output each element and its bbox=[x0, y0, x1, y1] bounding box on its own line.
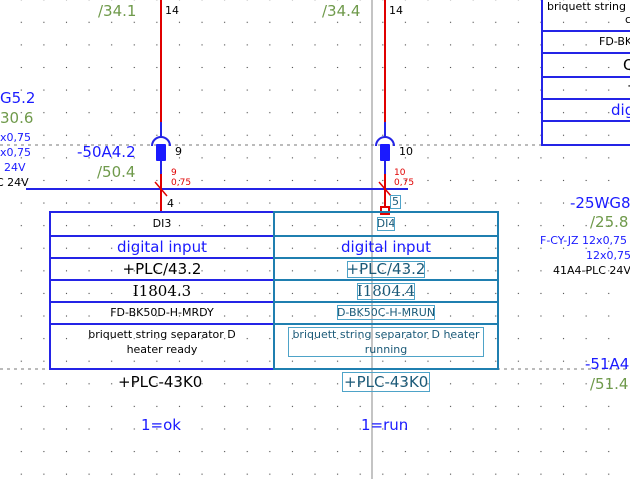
signal-note-di4: 1=run bbox=[361, 416, 409, 434]
plc-reference[interactable]: +PLC/43.2 bbox=[122, 260, 202, 278]
wire-cross-right bbox=[378, 181, 392, 197]
connector-arc-right bbox=[375, 136, 395, 147]
function-row: digital input bbox=[51, 237, 273, 259]
cable-spec-right-1: F-CY-JZ 12x0,75 bbox=[540, 234, 628, 247]
pin-label-left-top: 14 bbox=[165, 4, 179, 17]
io-address: Q bbox=[623, 56, 630, 74]
cable-spec-right-2: 12x0,75 bbox=[586, 249, 630, 262]
plc-io-block-partial-right[interactable]: briquett string s c FD-BK Q + dig bbox=[541, 0, 630, 146]
voltage-label-left-2: C 24V bbox=[0, 176, 29, 189]
tag-row: FD-BK bbox=[543, 32, 630, 54]
cable-spec-left-2: x0,75 bbox=[0, 146, 32, 159]
plc-row: +PLC/43.2 bbox=[51, 259, 273, 281]
signal-tag: D-BK50C-H-MRUN bbox=[336, 305, 436, 320]
tag-row: D-BK50C-H-MRUN bbox=[275, 303, 497, 325]
device-tag-right[interactable]: -25WG8 bbox=[570, 194, 630, 212]
cross-reference-right-side[interactable]: /25.8 bbox=[590, 213, 629, 231]
connector-pin-right: 10 bbox=[399, 145, 413, 158]
signal-tag: FD-BK50D-H-MRDY bbox=[110, 306, 214, 319]
description-line-2: c bbox=[543, 13, 630, 26]
voltage-label-right: 41A4-PLC 24V bbox=[553, 264, 630, 277]
description-row: briquett string separator D heater ready bbox=[51, 325, 273, 371]
wire-number-left: 9 bbox=[171, 168, 177, 178]
description-row: briquett string separator D heater runni… bbox=[275, 325, 497, 371]
function-label: dig bbox=[611, 101, 630, 119]
address-row: I1804.4 bbox=[275, 281, 497, 303]
channel-label: DI4 bbox=[376, 217, 396, 231]
description-row: briquett string s c bbox=[543, 0, 630, 32]
plc-row: + bbox=[543, 78, 630, 100]
location-label-di4[interactable]: +PLC-43K0 bbox=[342, 372, 431, 392]
wire-cross-left bbox=[154, 181, 168, 197]
function-label: digital input bbox=[341, 238, 431, 256]
plc-row: +PLC/43.2 bbox=[275, 259, 497, 281]
address-row: Q bbox=[543, 54, 630, 78]
connector-arc-left bbox=[151, 136, 171, 147]
selection-grip[interactable] bbox=[380, 206, 390, 215]
connector-device-tag[interactable]: -50A4.2 bbox=[77, 143, 136, 161]
signal-tag: FD-BK bbox=[599, 35, 630, 48]
plc-reference: + bbox=[627, 79, 630, 94]
channel-label: DI3 bbox=[152, 217, 172, 230]
cross-reference-right-2[interactable]: /51.4 bbox=[590, 375, 629, 393]
channel-row: DI4 bbox=[275, 213, 497, 237]
connector-pin-left: 9 bbox=[175, 145, 182, 158]
function-label: digital input bbox=[117, 238, 207, 256]
device-tag-right-2[interactable]: -51A4 bbox=[585, 355, 630, 373]
io-address: I1804.4 bbox=[356, 282, 416, 300]
io-address: I1804.3 bbox=[132, 282, 192, 300]
signal-description: briquett string separator D heater ready bbox=[88, 328, 236, 356]
description-line-1: briquett string s bbox=[547, 0, 630, 13]
cross-reference-right[interactable]: /34.4 bbox=[322, 2, 361, 20]
location-label-di3[interactable]: +PLC-43K0 bbox=[118, 373, 203, 391]
address-row: I1804.3 bbox=[51, 281, 273, 303]
voltage-label-left-1: 24V bbox=[4, 161, 26, 174]
cross-reference-left[interactable]: /34.1 bbox=[98, 2, 137, 20]
function-row: digital input bbox=[275, 237, 497, 259]
tag-row: FD-BK50D-H-MRDY bbox=[51, 303, 273, 325]
connector-body-left[interactable] bbox=[156, 144, 166, 161]
wire-cross-section-right: 0,75 bbox=[394, 178, 415, 188]
plc-io-block-di4[interactable]: DI4 digital input +PLC/43.2 I1804.4 D-BK… bbox=[273, 211, 499, 370]
function-row: dig bbox=[543, 100, 630, 122]
plc-reference[interactable]: +PLC/43.2 bbox=[346, 260, 426, 278]
cross-reference-left-edge[interactable]: 30.6 bbox=[0, 109, 34, 127]
pin-label-right-top: 14 bbox=[389, 4, 403, 17]
terminal-pin-left: 4 bbox=[167, 197, 174, 210]
channel-row: DI3 bbox=[51, 213, 273, 237]
wire-cross-section-left: 0,75 bbox=[171, 178, 192, 188]
wire-number-right: 10 bbox=[394, 168, 406, 178]
plc-io-block-di3[interactable]: DI3 digital input +PLC/43.2 I1804.3 FD-B… bbox=[49, 211, 275, 370]
signal-note-di3: 1=ok bbox=[141, 416, 181, 434]
device-tag-left-edge[interactable]: G5.2 bbox=[0, 89, 36, 107]
terminal-pin-right: 5 bbox=[390, 195, 401, 209]
connector-cross-reference[interactable]: /50.4 bbox=[97, 163, 136, 181]
connector-body-right[interactable] bbox=[380, 144, 390, 161]
cable-spec-left-1: x0,75 bbox=[0, 131, 32, 144]
signal-description: briquett string separator D heater runni… bbox=[288, 327, 484, 357]
